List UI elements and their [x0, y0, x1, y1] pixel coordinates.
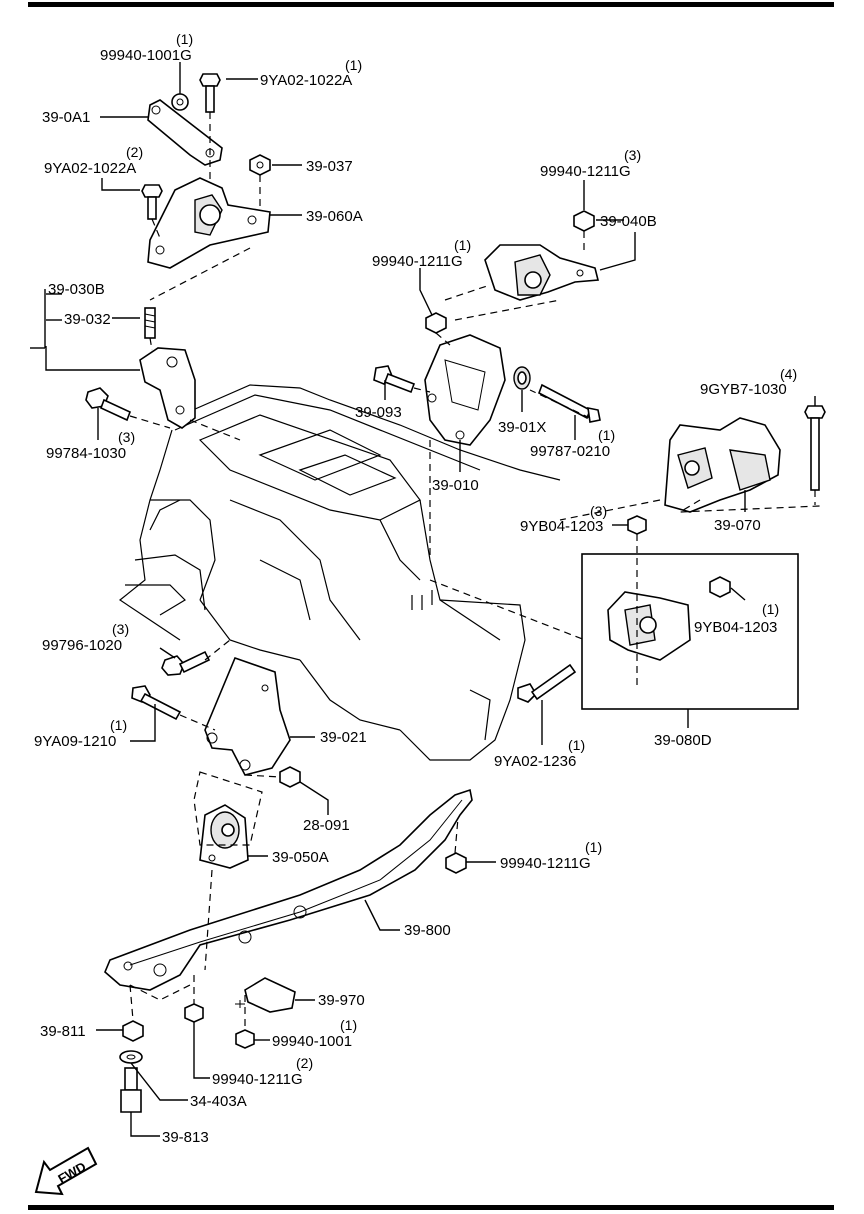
bolt-9YA02-1022A-top	[199, 73, 221, 113]
qty-99940-1001G-top: (1)	[176, 31, 193, 47]
label-9GYB7-1030: 9GYB7-1030	[700, 381, 787, 398]
label-39-010: 39-010	[432, 477, 479, 494]
nut-39-811	[122, 1020, 144, 1042]
label-9YA09-1210: 9YA09-1210	[34, 733, 116, 750]
top-border	[28, 2, 834, 7]
qty-99940-1211G-lower: (1)	[585, 839, 602, 855]
qty-9YA02-1236: (1)	[568, 737, 585, 753]
nut-9YB04-1203-box	[709, 576, 731, 598]
label-9YB04-1203-top: 9YB04-1203	[520, 518, 603, 535]
label-99940-1001G-top: 99940-1001G	[100, 47, 192, 64]
nut-99940-1001G-top	[171, 93, 189, 111]
label-9YB04-1203-box: 9YB04-1203	[694, 619, 777, 636]
mount-39-080D	[607, 591, 691, 661]
nut-99940-1001	[235, 1029, 255, 1049]
label-39-800: 39-800	[404, 922, 451, 939]
mount-39-060A	[147, 177, 271, 269]
label-39-060A: 39-060A	[306, 208, 363, 225]
label-39-037: 39-037	[306, 158, 353, 175]
stud-39-032	[144, 307, 156, 339]
nut-99940-1211G-bottom	[184, 1003, 204, 1023]
nut-99940-1211G-lower	[445, 852, 467, 874]
qty-9YA02-1022A-top: (1)	[345, 57, 362, 73]
bottom-border	[28, 1205, 834, 1210]
label-9YA02-1022A-left: 9YA02-1022A	[44, 160, 136, 177]
qty-9YB04-1203-box: (1)	[762, 601, 779, 617]
nut-99940-1211G-mid	[425, 312, 447, 334]
label-34-403A: 34-403A	[190, 1093, 247, 1110]
label-99796-1020: 99796-1020	[42, 637, 122, 654]
label-39-032: 39-032	[64, 311, 111, 328]
label-99784-1030: 99784-1030	[46, 445, 126, 462]
qty-99787-0210: (1)	[598, 427, 615, 443]
label-99940-1211G-bottom: 99940-1211G	[212, 1071, 303, 1088]
qty-99940-1001: (1)	[340, 1017, 357, 1033]
label-28-091: 28-091	[303, 817, 350, 834]
nut-28-091	[279, 766, 301, 788]
bolt-99784-1030	[85, 387, 132, 422]
label-39-070: 39-070	[714, 517, 761, 534]
qty-99940-1211G-mid: (1)	[454, 237, 471, 253]
label-39-050A: 39-050A	[272, 849, 329, 866]
qty-99940-1211G-right: (3)	[624, 147, 641, 163]
label-9YA02-1022A-top: 9YA02-1022A	[260, 72, 352, 89]
fwd-arrow-icon	[34, 1146, 98, 1196]
crossmember-39-800	[104, 788, 473, 991]
label-99940-1001: 99940-1001	[272, 1033, 352, 1050]
nut-39-037	[249, 154, 271, 176]
qty-99796-1020: (3)	[112, 621, 129, 637]
bolt-9YA09-1210	[131, 685, 182, 721]
label-39-0A1: 39-0A1	[42, 109, 90, 126]
bolt-99796-1020	[161, 650, 211, 676]
label-39-970: 39-970	[318, 992, 365, 1009]
label-39-813: 39-813	[162, 1129, 209, 1146]
bolt-39-093	[373, 365, 416, 394]
bracket-39-010	[424, 334, 506, 446]
label-99940-1211G-lower: 99940-1211G	[500, 855, 591, 872]
bolt-99787-0210	[538, 383, 601, 423]
label-99940-1211G-mid: 99940-1211G	[372, 253, 463, 270]
nut-9YB04-1203-top	[627, 515, 647, 535]
qty-9YA02-1022A-left: (2)	[126, 144, 143, 160]
bolt-39-813	[120, 1067, 142, 1113]
mount-39-040B	[484, 244, 600, 301]
label-99787-0210: 99787-0210	[530, 443, 610, 460]
mount-39-070	[664, 417, 781, 513]
label-99940-1211G-right: 99940-1211G	[540, 163, 631, 180]
bracket-39-021	[204, 656, 291, 776]
alignment-dashes	[129, 112, 821, 1030]
label-39-811: 39-811	[40, 1023, 86, 1040]
bracket-39-030B	[139, 347, 196, 429]
washer-34-403A	[119, 1050, 143, 1064]
label-39-021: 39-021	[320, 729, 367, 746]
label-39-040B: 39-040B	[600, 213, 657, 230]
qty-9YA09-1210: (1)	[110, 717, 127, 733]
qty-99784-1030: (3)	[118, 429, 135, 445]
fwd-arrow[interactable]: FWD	[34, 1146, 98, 1196]
label-39-080D: 39-080D	[654, 732, 712, 749]
bolt-9GYB7-1030	[804, 405, 826, 491]
label-39-030B: 39-030B	[48, 281, 105, 298]
label-39-093: 39-093	[355, 404, 402, 421]
mount-39-050A	[199, 804, 249, 869]
nut-99940-1211G-right	[573, 210, 595, 232]
inset-box-39-080D	[581, 553, 799, 710]
bushing-39-01X	[513, 366, 531, 390]
leader-lines	[30, 62, 816, 1137]
label-9YA02-1236: 9YA02-1236	[494, 753, 576, 770]
qty-99940-1211G-bottom: (2)	[296, 1055, 313, 1071]
label-39-01X: 39-01X	[498, 419, 546, 436]
bracket-39-970	[235, 977, 296, 1013]
qty-9YB04-1203-top: (3)	[590, 503, 607, 519]
bolt-9YA02-1022A-left	[141, 184, 163, 220]
part-labels: (1) 99940-1001G (1) 9YA02-1022A 39-0A1 3…	[34, 31, 797, 1146]
qty-9GYB7-1030: (4)	[780, 366, 797, 382]
bolt-9YA02-1236	[517, 663, 577, 703]
engine-block-outline	[118, 384, 561, 761]
